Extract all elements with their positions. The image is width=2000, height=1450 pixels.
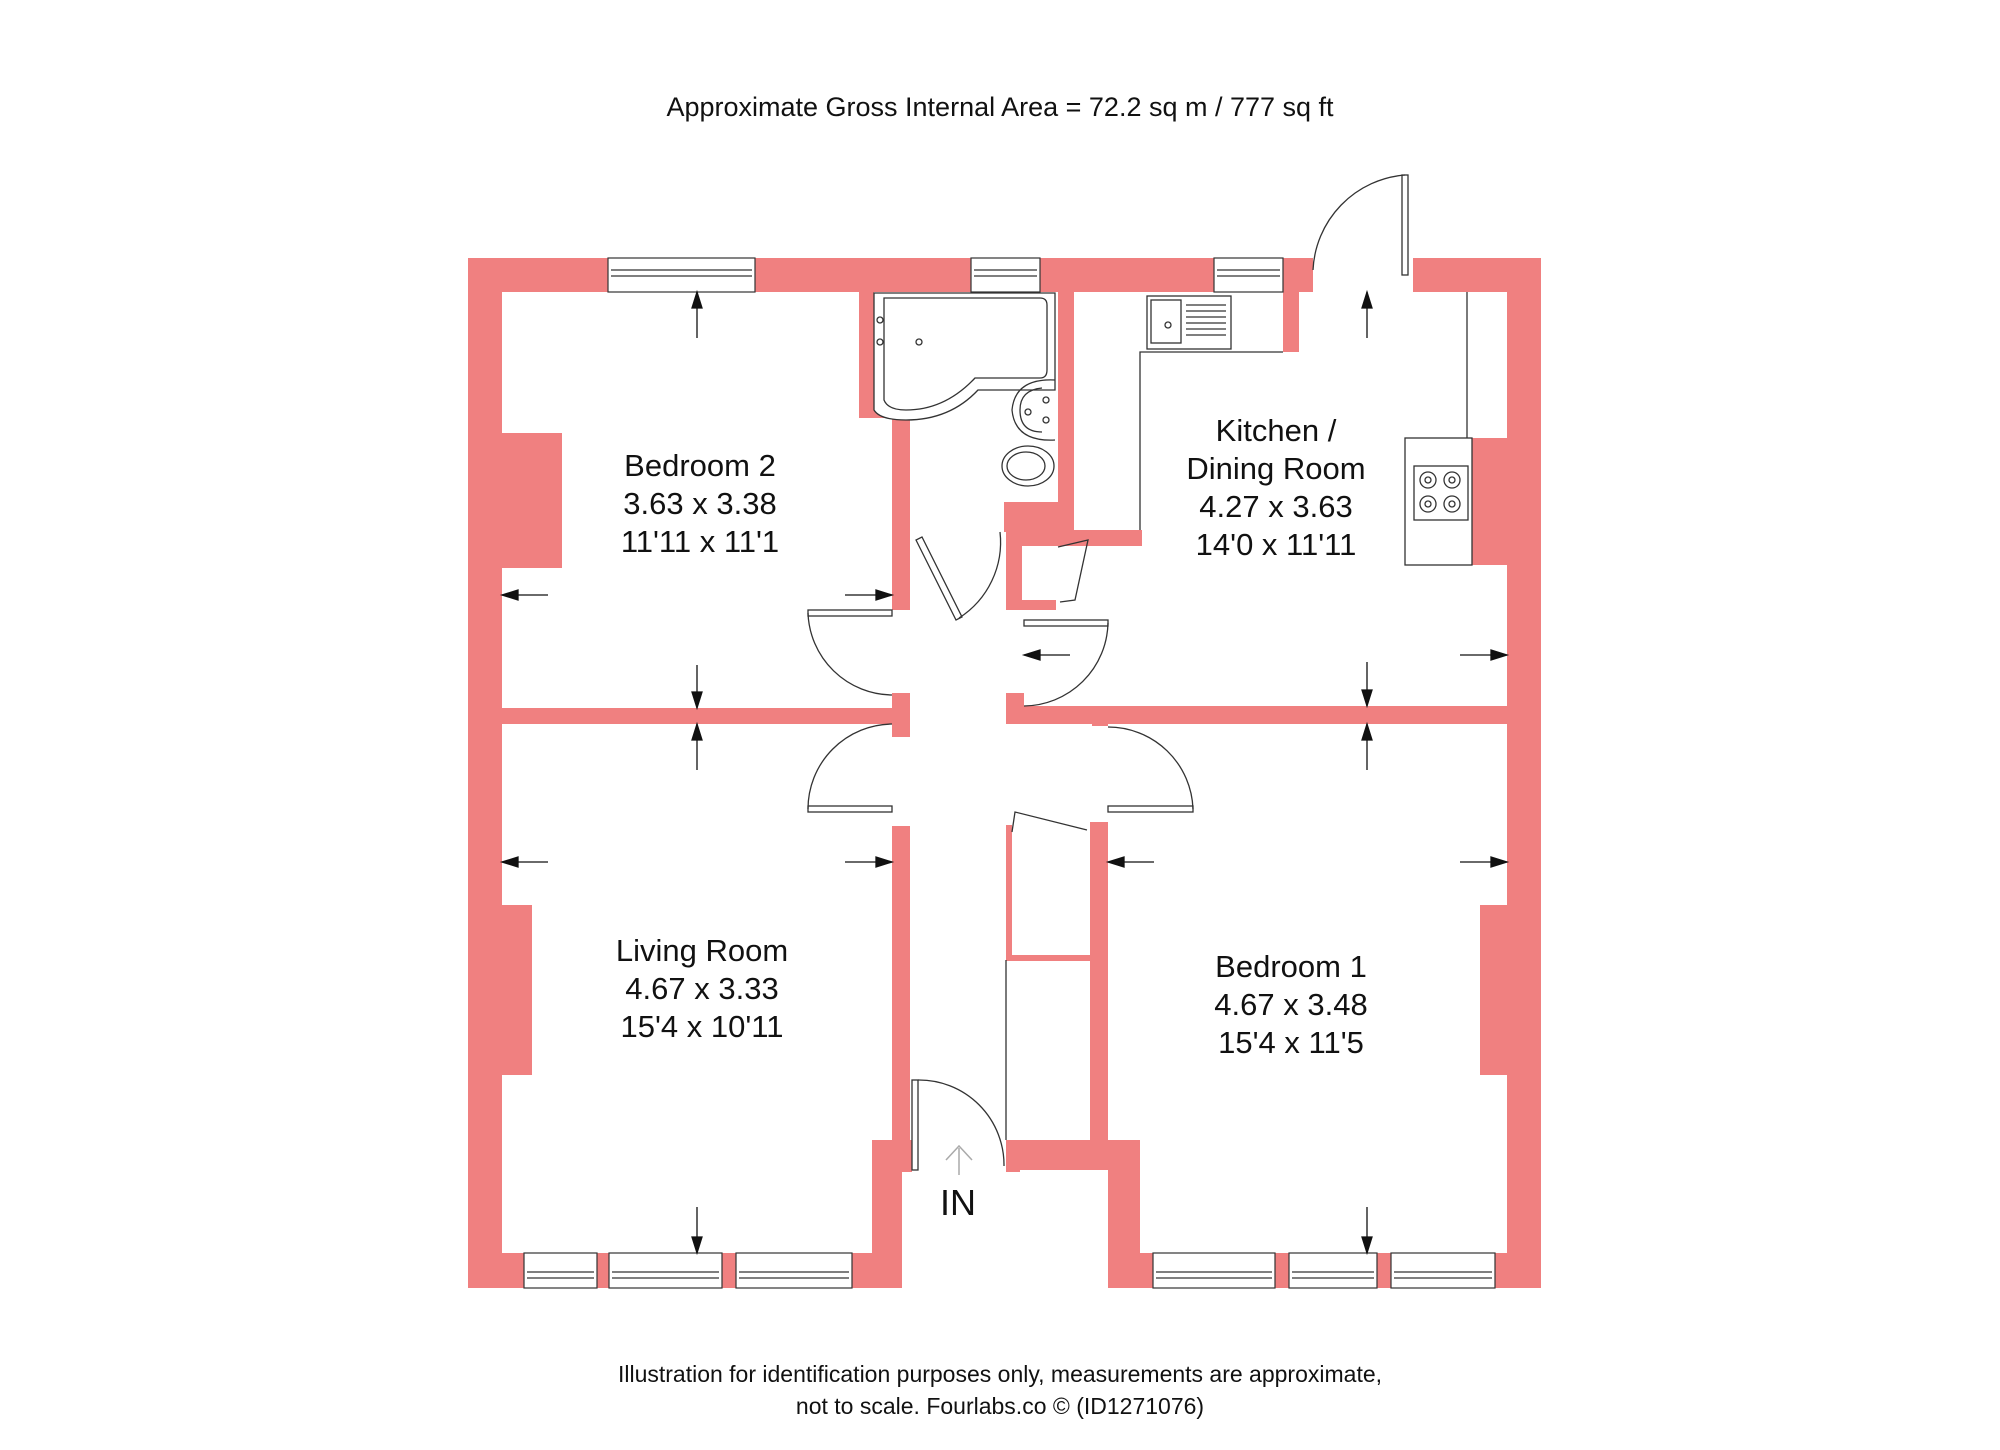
gross-area-title: Approximate Gross Internal Area = 72.2 s… (666, 92, 1334, 122)
room-name-2: Dining Room (1186, 451, 1366, 486)
dimension-arrows (499, 289, 1510, 1256)
walls (468, 258, 1541, 1288)
room-metric: 4.27 x 3.63 (1199, 489, 1353, 524)
room-name: Bedroom 1 (1215, 949, 1367, 984)
room-imperial: 14'0 x 11'11 (1195, 527, 1357, 562)
doors (807, 174, 1409, 1171)
room-metric: 4.67 x 3.33 (625, 971, 779, 1006)
disclaimer-line-2: not to scale. Fourlabs.co © (ID1271076) (795, 1393, 1205, 1419)
room-name: Kitchen / (1215, 413, 1337, 448)
room-label-kitchen: Kitchen / Dining Room 4.27 x 3.63 14'0 x… (1186, 412, 1365, 564)
room-label-living-room: Living Room 4.67 x 3.33 15'4 x 10'11 (616, 932, 788, 1046)
room-metric: 4.67 x 3.48 (1214, 987, 1368, 1022)
room-label-bedroom-1: Bedroom 1 4.67 x 3.48 15'4 x 11'5 (1214, 948, 1367, 1062)
room-imperial: 15'4 x 10'11 (620, 1009, 784, 1044)
room-name: Bedroom 2 (624, 448, 776, 483)
room-metric: 3.63 x 3.38 (623, 486, 777, 521)
room-imperial: 11'11 x 11'1 (620, 524, 780, 559)
entrance-arrow-icon (945, 1144, 973, 1175)
entrance-label: IN (940, 1182, 976, 1223)
room-imperial: 15'4 x 11'5 (1218, 1025, 1364, 1060)
room-label-bedroom-2: Bedroom 2 3.63 x 3.38 11'11 x 11'1 (621, 447, 779, 561)
fixtures (873, 292, 1473, 566)
windows (523, 257, 1496, 1289)
room-name: Living Room (615, 933, 789, 968)
disclaimer-line-1: Illustration for identification purposes… (617, 1361, 1383, 1387)
disclaimer-footer: Illustration for identification purposes… (0, 1358, 2000, 1422)
